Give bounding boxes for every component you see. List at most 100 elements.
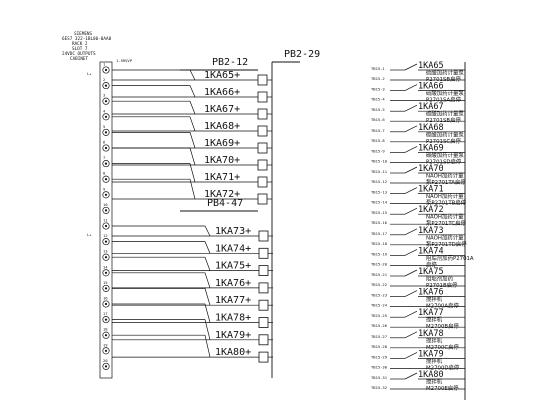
terminal-point-center — [104, 178, 108, 181]
contact-counter-tag: TB15-14 — [371, 200, 388, 205]
contact-description: 碳酸加药计量泵 — [426, 151, 464, 159]
terminal-number: 7 — [103, 155, 105, 160]
contact-switch — [404, 207, 418, 215]
contact-terminal-tag: TB15-21 — [371, 272, 388, 277]
contact-terminal-tag: TB15-19 — [371, 251, 388, 256]
contact-counter-tag: TB15-16 — [371, 220, 388, 225]
bus-label-pb2-12: PB2-12 — [212, 57, 248, 68]
contact-description: M2700B启停 — [426, 322, 459, 330]
contact-description: P2701SB启停 — [426, 116, 461, 124]
contact-relay-label: 1KA75 — [418, 267, 444, 277]
relay-coil — [257, 159, 268, 171]
contact-relay-label: 1KA77 — [418, 308, 444, 318]
contact-counter-tag: TB15-4 — [371, 97, 385, 102]
terminal-point-center — [104, 209, 108, 212]
relay-label: 1KA72+ — [204, 189, 240, 200]
supply-mark-bottom: L+ — [87, 232, 92, 237]
output-wire-b — [112, 256, 211, 271]
terminal-number: 20 — [103, 358, 108, 363]
output-wire-a — [112, 116, 196, 132]
contact-relay-label: 1KA70 — [418, 164, 444, 174]
plc-brand: SIEMENS — [74, 31, 93, 37]
output-wire-a — [112, 163, 196, 183]
terminal-point-center — [104, 84, 108, 87]
terminal-number: 3 — [103, 93, 105, 98]
terminal-point-center — [104, 334, 108, 337]
terminal-number: 13 — [103, 249, 108, 254]
contact-switch — [404, 84, 418, 91]
plc-chassis-label: CABINET — [70, 56, 89, 62]
terminal-number: 5 — [103, 124, 105, 129]
terminal-number: 16 — [103, 296, 108, 301]
relay-coil — [257, 91, 268, 103]
output-wire-a — [112, 100, 196, 115]
contact-terminal-tag: TB15-29 — [371, 354, 388, 359]
contact-description: P2701SA启停 — [426, 96, 462, 104]
contact-relay-label: 1KA76 — [418, 288, 444, 298]
plc-io-type: 24VDC OUTPUTS — [62, 51, 96, 57]
terminal-point-center — [104, 162, 108, 165]
contact-description: 碳酸加药计量泵 — [426, 110, 464, 118]
contact-description: 泵P2701TD启停 — [426, 240, 467, 248]
contact-relay-label: 1KA74 — [418, 246, 444, 256]
contact-counter-tag: TB15-2 — [371, 76, 385, 81]
contact-terminal-tag: TB15-23 — [371, 293, 387, 298]
relay-label: 1KA69+ — [204, 138, 240, 149]
contact-relay-label: 1KA71 — [418, 185, 444, 195]
terminal-number: 18 — [103, 327, 108, 332]
contact-relay-label: 1KA73 — [418, 226, 444, 236]
terminal-point-center — [104, 349, 108, 352]
plc-rack: RACK 2 — [72, 41, 88, 47]
relay-label: 1KA80+ — [215, 347, 251, 358]
contact-counter-tag: TB15-26 — [371, 323, 388, 328]
terminal-number: 9 — [103, 186, 106, 191]
relay-coil — [258, 265, 269, 277]
terminal-number: 10 — [103, 202, 108, 207]
relay-coil — [257, 74, 268, 86]
terminal-number: 12 — [103, 233, 108, 238]
contact-terminal-tag: TB15-9 — [371, 148, 385, 153]
contact-relay-label: 1KA79 — [418, 349, 444, 359]
contact-description: 搅拌机 — [426, 336, 443, 344]
output-wire-a — [112, 178, 196, 200]
contact-switch — [404, 249, 418, 256]
contact-terminal-tag: TB15-1 — [371, 66, 385, 71]
output-wire-b — [112, 225, 211, 237]
contact-description: 泵P2701TB启停 — [426, 199, 467, 207]
contact-description: M2700A启停 — [426, 302, 459, 310]
contact-description: 泵P2701TA启停 — [426, 178, 466, 186]
output-wire-b — [112, 241, 211, 254]
relay-label: 1KA79+ — [215, 330, 251, 341]
relay-label: 1KA67+ — [204, 104, 240, 115]
relay-label: 1KA66+ — [204, 87, 240, 98]
contact-switch — [404, 331, 418, 339]
output-wire-a — [112, 147, 196, 166]
contact-terminal-tag: TB15-5 — [371, 107, 385, 112]
contact-counter-tag: TB15-8 — [371, 138, 385, 143]
relay-label: 1KA75+ — [215, 261, 251, 272]
contact-switch — [404, 146, 418, 153]
terminal-point-center — [104, 302, 108, 306]
contact-description: 搅拌机 — [426, 316, 443, 324]
contact-description: 阻垢剂加药P2701A — [426, 254, 474, 262]
contact-description: NAOH加药计量 — [426, 233, 464, 241]
terminal-point-center — [104, 100, 108, 103]
contact-counter-tag: TB15-6 — [371, 117, 385, 122]
terminal-point-center — [104, 115, 108, 118]
relay-label: 1KA73+ — [215, 226, 251, 237]
contact-switch — [404, 310, 418, 318]
terminal-point-center — [104, 146, 108, 150]
terminal-point-center — [104, 271, 108, 274]
contact-description: 搅拌机 — [426, 378, 443, 386]
contact-relay-label: 1KA67 — [418, 102, 444, 112]
